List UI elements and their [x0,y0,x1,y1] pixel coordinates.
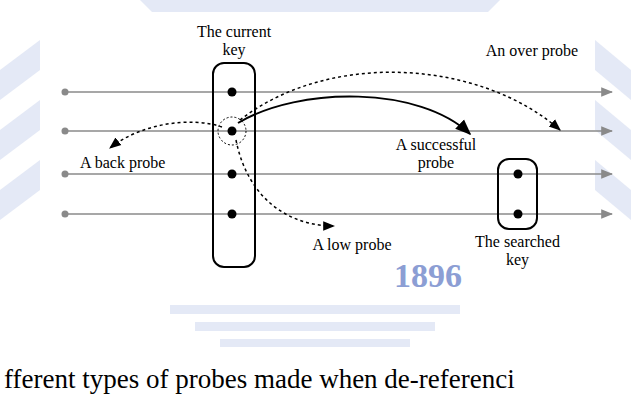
successful-probe-arrow [238,96,470,134]
figure-caption: fferent types of probes made when de-ref… [4,364,515,395]
row-start-dots [62,89,69,218]
current-key-box: The current key [212,62,256,268]
low-probe-arrow [236,140,334,226]
key-caption: The searched key [473,233,563,269]
watermark [0,0,631,347]
searched-key-box: The searched key [497,158,538,230]
key-rows [65,92,612,214]
watermark-number: 1896 [392,258,464,294]
probe-label: An over probe [484,42,580,60]
key-dots [228,88,523,219]
back-probe-arrow [110,122,222,148]
probe-label: A successful probe [382,136,490,172]
probe-label: A low probe [310,236,393,254]
probe-label: A back probe [78,154,167,172]
key-caption: The current key [189,23,279,59]
over-probe-arrow [240,72,560,130]
